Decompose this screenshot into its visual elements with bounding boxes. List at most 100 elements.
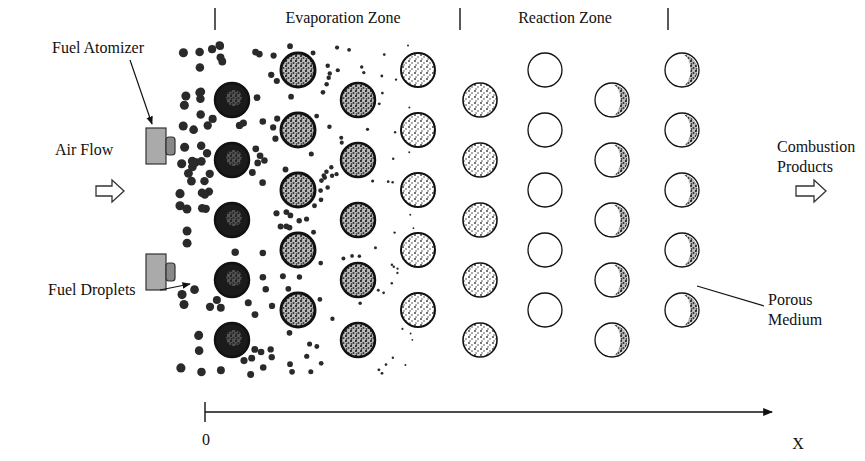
fuel-droplet: [391, 263, 393, 265]
flow-label: Combustion Products: [777, 137, 861, 177]
fuel-droplet: [393, 266, 395, 268]
porous-sphere: [341, 203, 375, 237]
fuel-droplet: [325, 185, 330, 190]
fuel-droplet: [263, 286, 269, 292]
x-axis: [205, 402, 772, 422]
fuel-droplet: [330, 174, 334, 178]
fuel-droplet: [341, 256, 345, 260]
porous-sphere: [595, 323, 629, 357]
fuel-droplet: [340, 141, 344, 145]
fuel-droplet: [383, 53, 386, 56]
porous-sphere: [463, 263, 497, 297]
porous-sphere: [281, 113, 315, 147]
fuel-droplet: [256, 51, 263, 58]
fuel-droplet: [196, 63, 205, 72]
fuel-droplet: [195, 88, 204, 97]
sphere-crescent: [612, 205, 628, 236]
fuel-droplet: [309, 152, 314, 157]
fuel-droplet: [260, 364, 267, 371]
fuel-droplet: [339, 136, 343, 140]
fuel-droplet: [392, 357, 394, 359]
fuel-droplet: [347, 48, 351, 52]
porous-sphere: [341, 83, 375, 117]
fuel-droplet: [283, 223, 289, 229]
porous-sphere: [463, 83, 497, 117]
fuel-droplet: [217, 53, 225, 61]
fuel-droplet: [296, 218, 301, 223]
porous-sphere: [281, 53, 315, 87]
fuel-droplet: [204, 121, 212, 129]
fuel-droplet: [280, 273, 286, 279]
fuel-droplet: [358, 301, 361, 304]
fuel-droplet: [391, 282, 393, 284]
fuel-droplet: [314, 114, 319, 119]
fuel-droplet: [326, 76, 330, 80]
porous-sphere: [528, 53, 562, 87]
fuel-droplet: [392, 157, 394, 159]
porous-sphere: [215, 143, 249, 177]
fuel-droplet: [407, 45, 409, 47]
fuel-droplet: [314, 344, 319, 349]
fuel-droplet: [381, 372, 384, 375]
fuel-droplet: [217, 304, 225, 312]
fuel-droplet: [396, 268, 398, 270]
fuel-droplet: [319, 197, 324, 202]
fuel-droplet: [395, 78, 397, 80]
porous-sphere: [595, 203, 629, 237]
porous-sphere: [665, 53, 699, 87]
fuel-droplet: [382, 291, 385, 294]
sphere-texture: [226, 270, 242, 286]
fuel-droplet: [387, 180, 390, 183]
fuel-droplet: [248, 355, 255, 362]
fuel-droplet: [336, 68, 340, 72]
porous-sphere: [341, 263, 375, 297]
fuel-droplet: [413, 227, 415, 229]
porous-sphere: [595, 143, 629, 177]
fuel-droplet: [190, 285, 199, 294]
fuel-droplet: [396, 272, 398, 274]
fuel-droplet: [285, 286, 291, 292]
fuel-droplet: [254, 160, 261, 167]
fuel-droplet: [258, 349, 265, 356]
sphere-crescent: [682, 55, 698, 86]
fuel-droplet: [216, 41, 224, 49]
fuel-droplet: [216, 42, 224, 50]
fuel-droplet: [374, 246, 377, 249]
fuel-droplet: [393, 231, 395, 233]
porous-sphere: [215, 203, 249, 237]
fuel-droplet: [318, 188, 323, 193]
fuel-droplet: [288, 94, 294, 100]
porous-medium: [215, 53, 699, 357]
fuel-droplet: [308, 369, 313, 374]
fuel-droplet: [274, 78, 280, 84]
fuel-droplet: [360, 65, 363, 68]
fuel-droplet: [408, 106, 410, 108]
fuel-droplet: [195, 346, 204, 355]
part-label: Porous Medium: [768, 290, 848, 330]
sphere-crescent: [682, 295, 698, 326]
fuel-droplet: [319, 361, 324, 366]
axis-label: 0: [198, 430, 214, 450]
fuel-droplet: [269, 303, 275, 309]
fuel-droplet: [179, 48, 188, 57]
fuel-droplet: [182, 205, 191, 214]
fuel-droplet: [380, 75, 383, 78]
fuel-droplet: [268, 346, 274, 352]
fuel-droplet: [283, 167, 289, 173]
fuel-droplet: [270, 52, 276, 58]
fuel-droplets: [175, 41, 414, 378]
fuel-droplet: [197, 141, 206, 150]
fuel-droplet: [327, 125, 331, 129]
fuel-droplet: [249, 169, 256, 176]
zone-label: Reaction Zone: [500, 8, 630, 28]
porous-sphere: [215, 263, 249, 297]
fuel-droplet: [304, 354, 309, 359]
fuel-droplet: [325, 64, 330, 69]
fuel-droplet: [391, 181, 393, 183]
fuel-droplet: [195, 48, 204, 57]
fuel-droplet: [180, 101, 189, 110]
fuel-droplet: [257, 152, 264, 159]
porous-sphere: [665, 113, 699, 147]
fuel-droplet: [180, 143, 189, 152]
fuel-droplet: [231, 249, 238, 256]
